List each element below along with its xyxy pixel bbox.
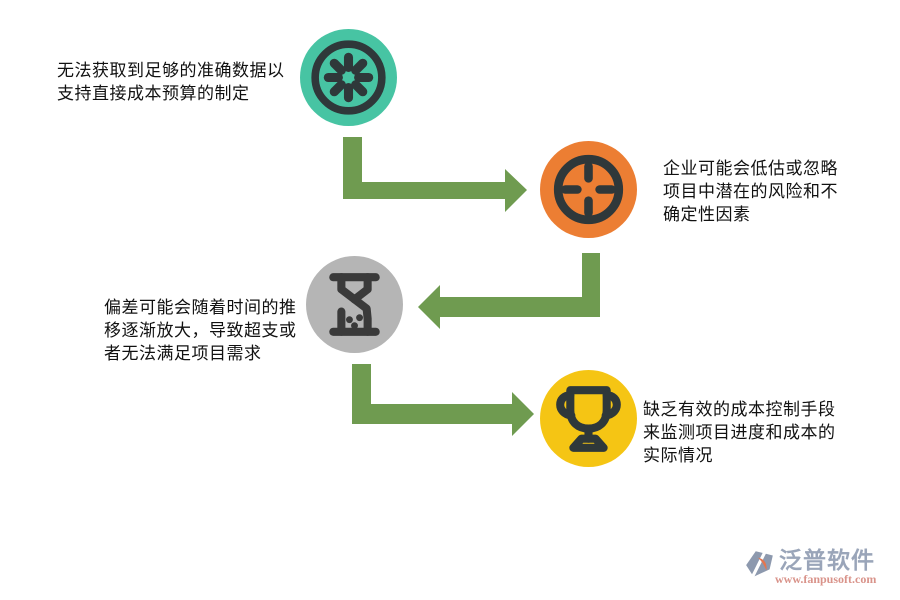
arrow-step3-to-step4: [352, 364, 534, 436]
step3-text: 偏差可能会随着时间的推 移逐渐放大，导致超支或 者无法满足项目需求: [104, 298, 297, 363]
arrow-step1-to-step2: [343, 137, 527, 212]
step4-text: 缺乏有效的成本控制手段 来监测项目进度和成本的 实际情况: [643, 400, 836, 465]
target-icon: [553, 154, 624, 225]
fanpu-logo-name: 泛普软件: [779, 547, 875, 573]
kiwi-slice-icon: [311, 40, 386, 115]
arrow-step2-to-step3: [418, 253, 600, 329]
step1-text: 无法获取到足够的准确数据以 支持直接成本预算的制定: [57, 61, 285, 103]
step4-circle: [540, 370, 637, 467]
fanpu-logo-icon: [746, 548, 773, 580]
step1-circle: [300, 29, 397, 126]
step2-text: 企业可能会低估或忽略 项目中潜在的风险和不 确定性因素: [663, 159, 838, 224]
step2-circle: [540, 141, 637, 238]
trophy-icon: [556, 386, 621, 452]
hourglass-icon: [329, 273, 380, 336]
fanpu-logo-url: www.fanpusoft.com: [775, 572, 877, 586]
step3-circle: [306, 256, 403, 353]
fanpu-logo: 泛普软件 www.fanpusoft.com: [744, 548, 876, 586]
